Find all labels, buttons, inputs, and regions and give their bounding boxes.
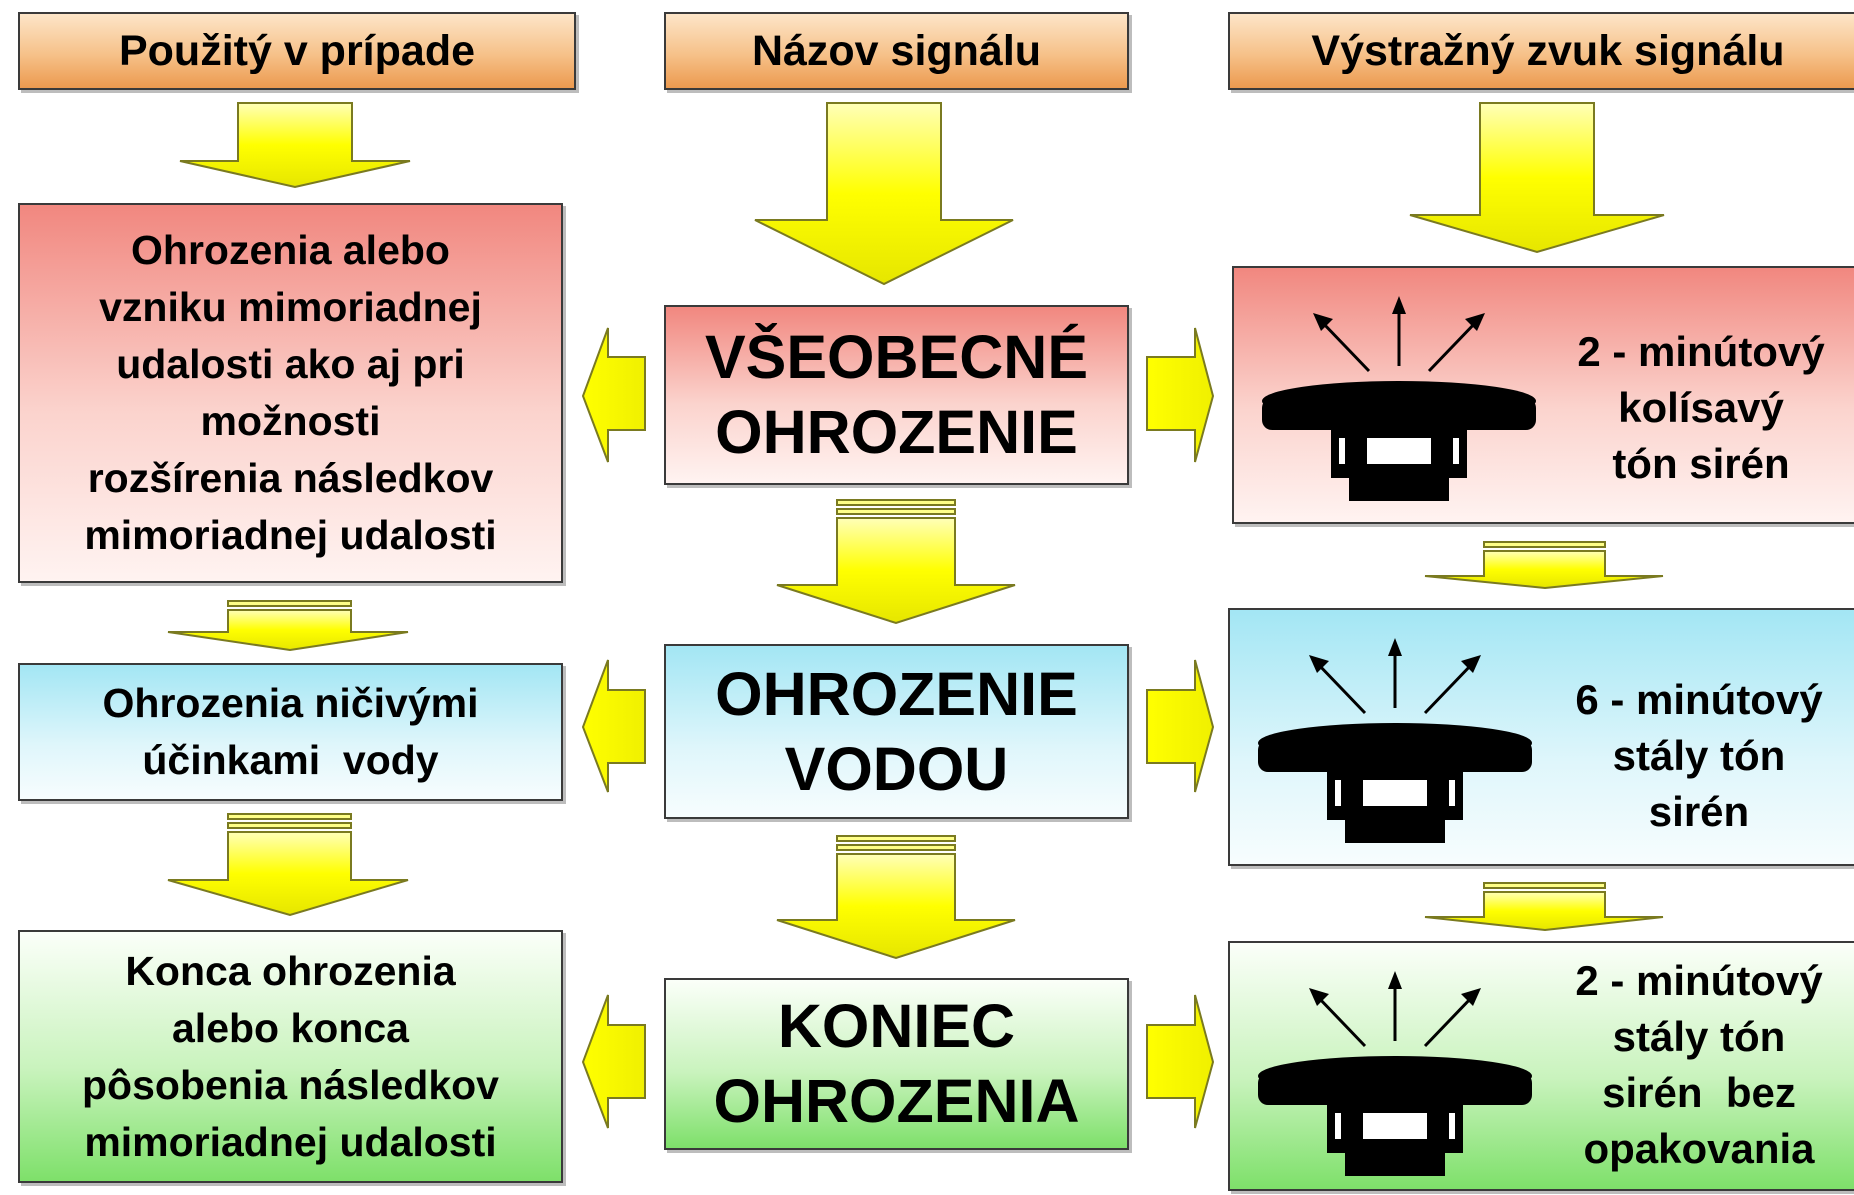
case-text-line: vzniku mimoriadnej — [99, 284, 482, 330]
sound-description: 2 - minútový stály tón sirén bez opakova… — [1528, 953, 1854, 1177]
signal-name-line: OHROZENIE — [715, 659, 1078, 728]
case-text-line: účinkami vody — [142, 737, 439, 783]
siren-icon — [1258, 971, 1532, 1176]
sound-text-line: 2 - minútový — [1577, 328, 1825, 375]
sound-text-line: kolísavý — [1618, 384, 1784, 431]
sound-text-line: tón sirén — [1612, 440, 1790, 487]
case-text-line: udalosti ako aj pri — [116, 341, 465, 387]
sound-text-line: sirén bez — [1602, 1069, 1796, 1116]
down-arrow-icon — [167, 609, 409, 652]
case-text-line: pôsobenia následkov — [82, 1061, 499, 1108]
case-text-line: Ohrozenia ničivými — [102, 680, 479, 726]
case-box-water-threat: Ohrozenia ničivými účinkami vody — [18, 663, 563, 801]
sound-text-line: 6 - minútový — [1575, 676, 1823, 723]
down-arrow-icon — [167, 831, 409, 917]
header-label: Výstražný zvuk signálu — [1311, 26, 1785, 75]
signal-box-end-threat: KONIEC OHROZENIA — [664, 978, 1129, 1150]
signal-box-general-threat: VŠEOBECNÉ OHROZENIE — [664, 305, 1129, 485]
case-text-line: Ohrozenia alebo — [131, 227, 450, 273]
sound-box-end-threat: 2 - minútový stály tón sirén bez opakova… — [1228, 941, 1854, 1191]
sound-box-general-threat: 2 - minútový kolísavý tón sirén — [1232, 266, 1854, 524]
sound-text-line: stály tón — [1612, 1013, 1786, 1060]
case-text-line: mimoriadnej udalosti — [84, 1118, 497, 1165]
case-box-general-threat: Ohrozenia alebo vzniku mimoriadnej udalo… — [18, 203, 563, 583]
right-arrow-icon — [1146, 327, 1215, 463]
signal-name-line: OHROZENIA — [713, 1067, 1080, 1135]
case-text-line: Konca ohrozenia — [125, 947, 456, 994]
siren-icon — [1258, 638, 1532, 843]
sound-description: 6 - minútový stály tón sirén — [1528, 672, 1854, 840]
sound-text-line: opakovania — [1583, 1125, 1815, 1172]
signal-name-line: KONIEC — [777, 992, 1016, 1060]
down-arrow-icon — [776, 853, 1016, 960]
case-text-line: rozšírenia následkov — [87, 455, 494, 501]
header-label: Použitý v prípade — [118, 26, 475, 75]
sound-box-water-threat: 6 - minútový stály tón sirén — [1228, 608, 1854, 866]
down-arrow-icon — [754, 102, 1014, 286]
down-arrow-icon — [1409, 102, 1665, 254]
signal-name-line: VŠEOBECNÉ — [704, 323, 1089, 391]
header-used-in-case: Použitý v prípade — [18, 12, 576, 90]
signal-name-line: OHROZENIE — [715, 398, 1078, 466]
case-text-line: možnosti — [200, 398, 381, 444]
down-arrow-icon — [1424, 891, 1664, 932]
sound-text-line: sirén — [1648, 788, 1750, 835]
left-arrow-icon — [581, 994, 646, 1129]
down-arrow-icon — [179, 102, 411, 189]
down-arrow-icon — [1424, 550, 1664, 590]
header-warning-sound: Výstražný zvuk signálu — [1228, 12, 1854, 90]
sound-description: 2 - minútový kolísavý tón sirén — [1532, 324, 1854, 492]
right-arrow-icon — [1146, 659, 1215, 793]
right-arrow-icon — [1146, 994, 1215, 1129]
header-signal-name: Názov signálu — [664, 12, 1129, 90]
sound-text-line: 2 - minútový — [1575, 957, 1823, 1004]
siren-icon — [1262, 296, 1536, 501]
case-text-line: alebo konca — [172, 1004, 409, 1051]
left-arrow-icon — [581, 327, 646, 463]
header-label: Názov signálu — [751, 26, 1042, 75]
down-arrow-icon — [776, 517, 1016, 625]
sound-text-line: stály tón — [1612, 732, 1786, 779]
signal-name-line: VODOU — [784, 734, 1009, 803]
case-text-line: mimoriadnej udalosti — [84, 512, 497, 558]
signal-box-water-threat: OHROZENIE VODOU — [664, 644, 1129, 819]
case-box-end-threat: Konca ohrozenia alebo konca pôsobenia ná… — [18, 930, 563, 1183]
left-arrow-icon — [581, 659, 646, 793]
